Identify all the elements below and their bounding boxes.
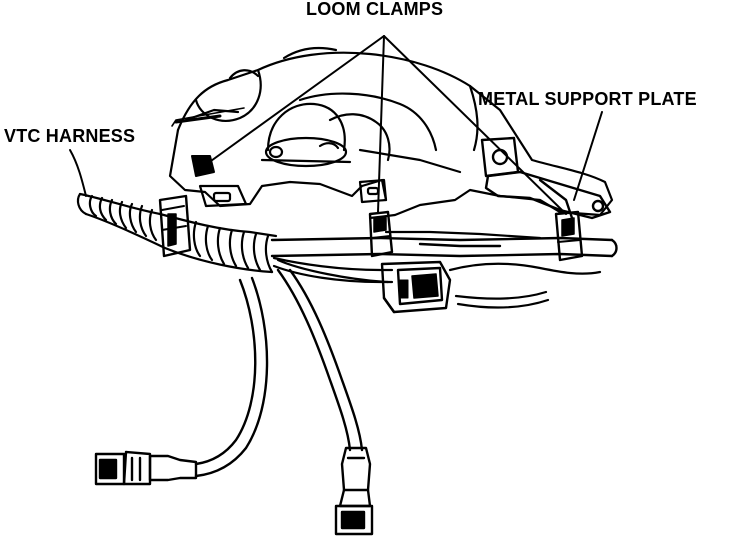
metal-support-plate-label: METAL SUPPORT PLATE [478,89,697,109]
loom-clamps-label: LOOM CLAMPS [306,0,444,19]
connector-wire [272,256,394,284]
terminal-right [334,446,374,536]
pigtail-lead-right [276,268,364,452]
terminal-left [94,450,198,486]
loom-clamp-middle [368,210,394,258]
upper-wiring [384,230,542,240]
loom-clamp-right [554,210,584,262]
bracket-tabs [198,178,388,208]
vtc-harness-leader [69,149,87,197]
harness-rod [270,236,618,258]
metal-support-plate-leader [573,111,603,201]
harness-connector [380,260,452,314]
vtc-harness-label: VTC HARNESS [4,126,136,146]
loom-clamps-leaders [203,35,567,215]
engine-casting [168,47,614,220]
vtc-harness-loom [76,192,278,274]
pigtail-lead-left [194,276,269,478]
dome-cap [260,102,352,168]
